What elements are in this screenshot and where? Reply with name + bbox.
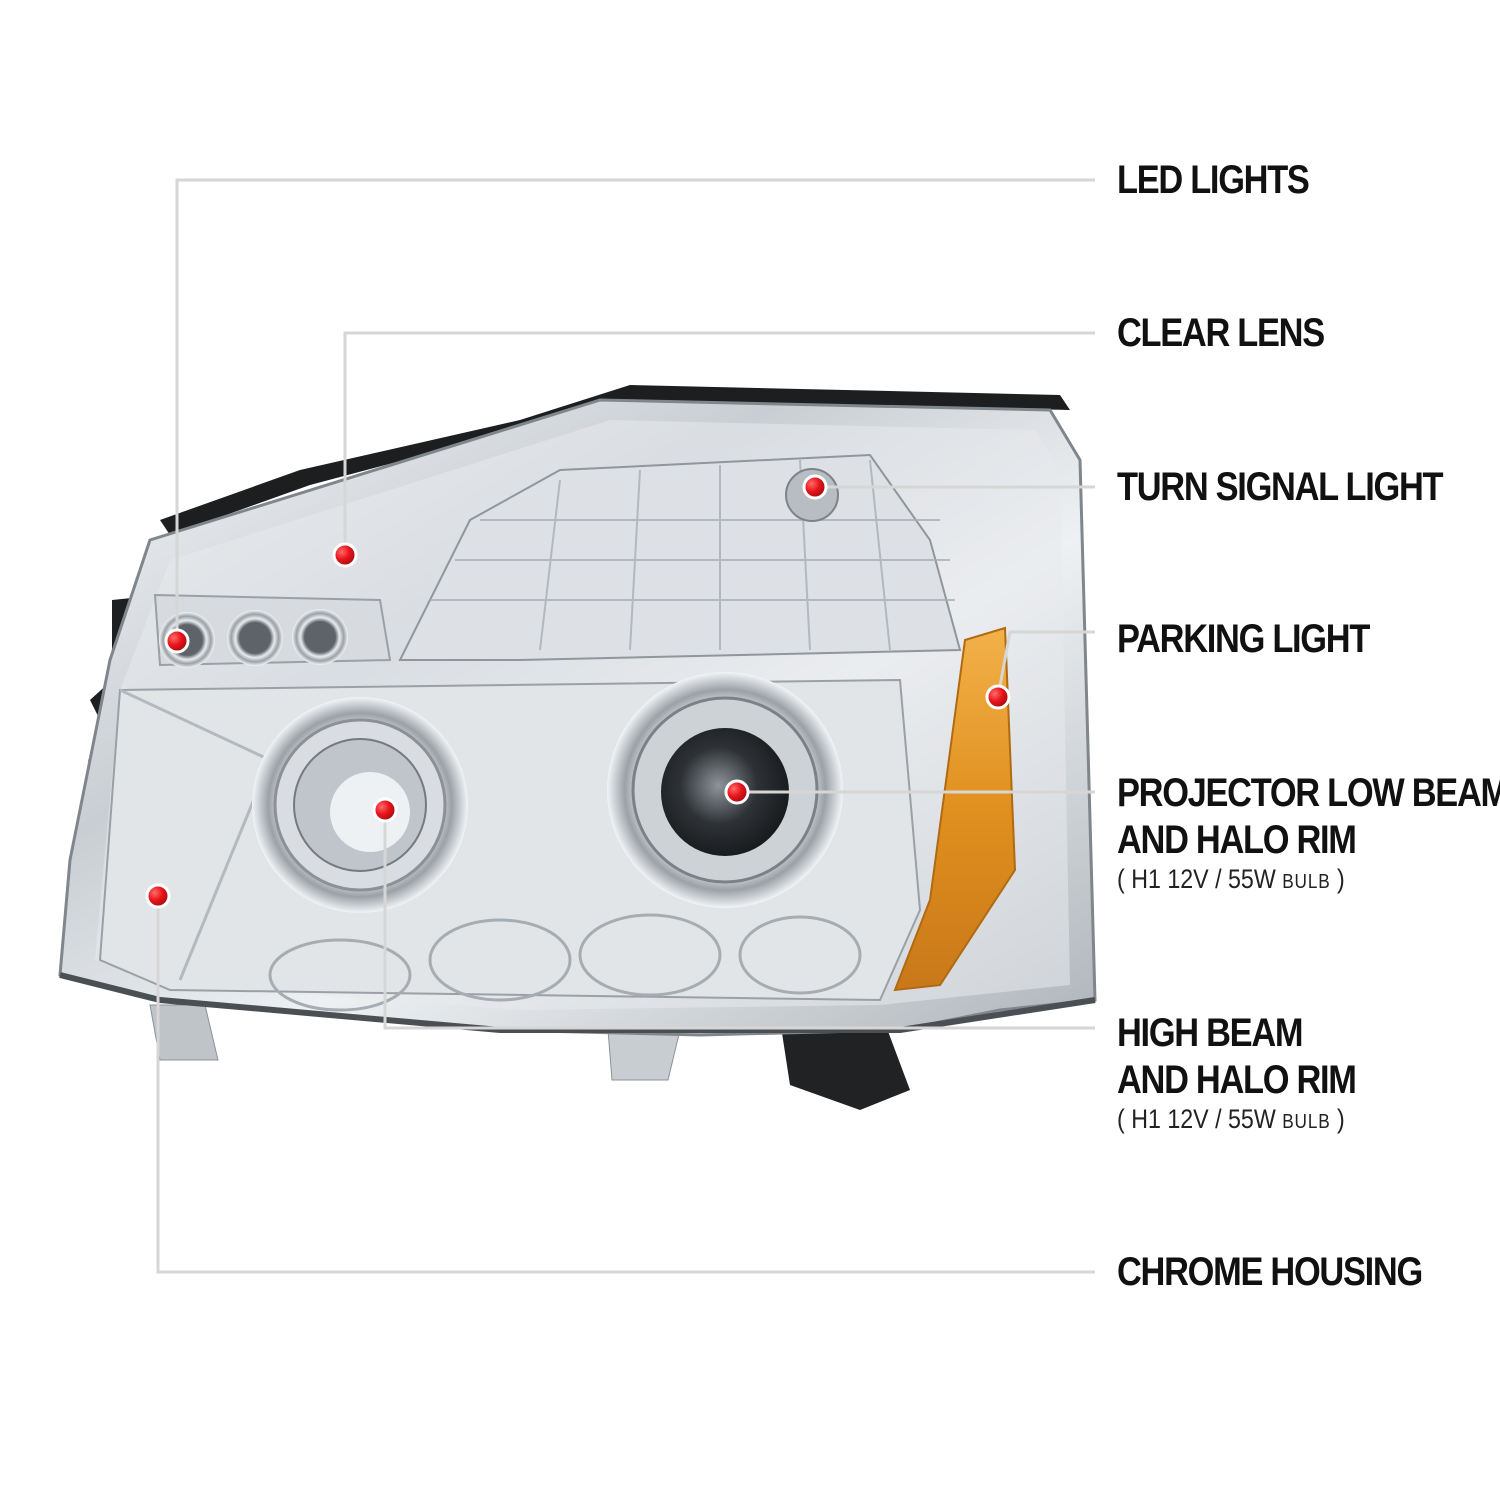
leader-high-beam — [383, 810, 1095, 1030]
label-line: HIGH BEAM — [1117, 1011, 1304, 1055]
spec-value: H1 12V / 55W — [1131, 864, 1276, 894]
dot-high-beam — [372, 797, 398, 823]
headlight-assembly — [58, 385, 1097, 1110]
mount-tab-black — [780, 1010, 910, 1110]
label-chrome-housing: CHROME HOUSING — [1117, 1249, 1423, 1296]
label-line: PARKING LIGHT — [1117, 617, 1370, 661]
dot-turn-signal — [802, 474, 828, 500]
label-parking-light: PARKING LIGHT — [1117, 616, 1370, 663]
label-high-beam: HIGH BEAM AND HALO RIM ( H1 12V / 55W BU… — [1117, 1010, 1357, 1137]
dot-led-lights — [164, 628, 190, 654]
spec-close: ) — [1337, 864, 1345, 894]
label-turn-signal-light: TURN SIGNAL LIGHT — [1117, 464, 1444, 511]
led-rings — [159, 609, 348, 668]
spec-unit: BULB — [1282, 871, 1331, 893]
label-line: CLEAR LENS — [1117, 311, 1325, 355]
leader-clear-lens — [343, 331, 1095, 555]
label-line: LED LIGHTS — [1117, 158, 1310, 202]
label-line: CHROME HOUSING — [1117, 1250, 1423, 1294]
spec-open: ( — [1117, 864, 1125, 894]
callout-dots — [145, 474, 1011, 909]
label-line: AND HALO RIM — [1117, 818, 1357, 862]
label-line: TURN SIGNAL LIGHT — [1117, 465, 1444, 509]
label-projector-low-beam: PROJECTOR LOW BEAM AND HALO RIM ( H1 12V… — [1117, 770, 1500, 897]
dot-parking — [985, 684, 1011, 710]
top-seal — [160, 385, 1070, 535]
spec-close: ) — [1337, 1104, 1345, 1134]
leader-lines — [156, 178, 1095, 1274]
bulb-spec: ( H1 12V / 55W BULB ) — [1117, 864, 1500, 897]
label-line: PROJECTOR LOW BEAM — [1117, 771, 1500, 815]
spec-unit: BULB — [1282, 1111, 1331, 1133]
mount-tab-center — [607, 1029, 681, 1081]
spec-open: ( — [1117, 1104, 1125, 1134]
mount-tab-left — [149, 1004, 219, 1061]
dot-clear-lens — [332, 542, 358, 568]
leader-led-lights — [175, 178, 1095, 640]
dot-chrome-housing — [145, 883, 171, 909]
leader-chrome-housing — [156, 896, 1095, 1274]
label-led-lights: LED LIGHTS — [1117, 157, 1310, 204]
dot-projector-low-beam — [724, 779, 750, 805]
bulb-spec: ( H1 12V / 55W BULB ) — [1117, 1104, 1356, 1137]
spec-value: H1 12V / 55W — [1131, 1104, 1276, 1134]
label-line: AND HALO RIM — [1117, 1058, 1357, 1102]
leader-parking — [996, 630, 1095, 698]
amber-reflector — [893, 626, 1017, 992]
label-clear-lens: CLEAR LENS — [1117, 310, 1325, 357]
